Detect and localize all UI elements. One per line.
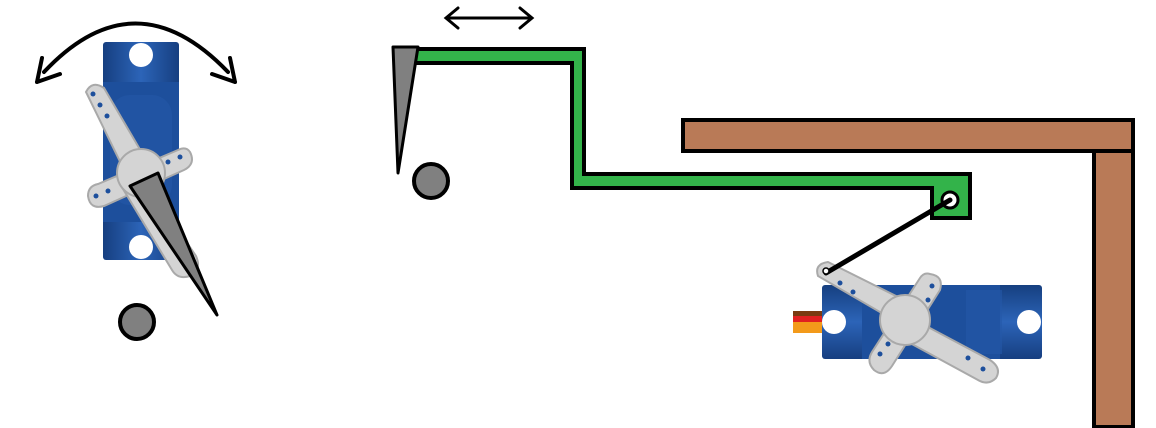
servo-wires [793,311,831,333]
connecting-rod [823,197,953,276]
horn-holes-left [90,91,183,199]
needle-middle [391,45,420,175]
ball-middle [412,162,450,200]
ball-left [118,303,156,341]
servo-left-group [35,21,237,341]
curved-double-arrow-icon [35,21,237,84]
needle-left [128,171,219,317]
linkage-group [391,6,1135,428]
horizontal-double-arrow-icon [443,6,535,30]
rod-end-servo [822,267,830,275]
wood-frame [681,118,1135,428]
linkage-bar [412,47,972,220]
servo-horn-right [816,260,999,384]
